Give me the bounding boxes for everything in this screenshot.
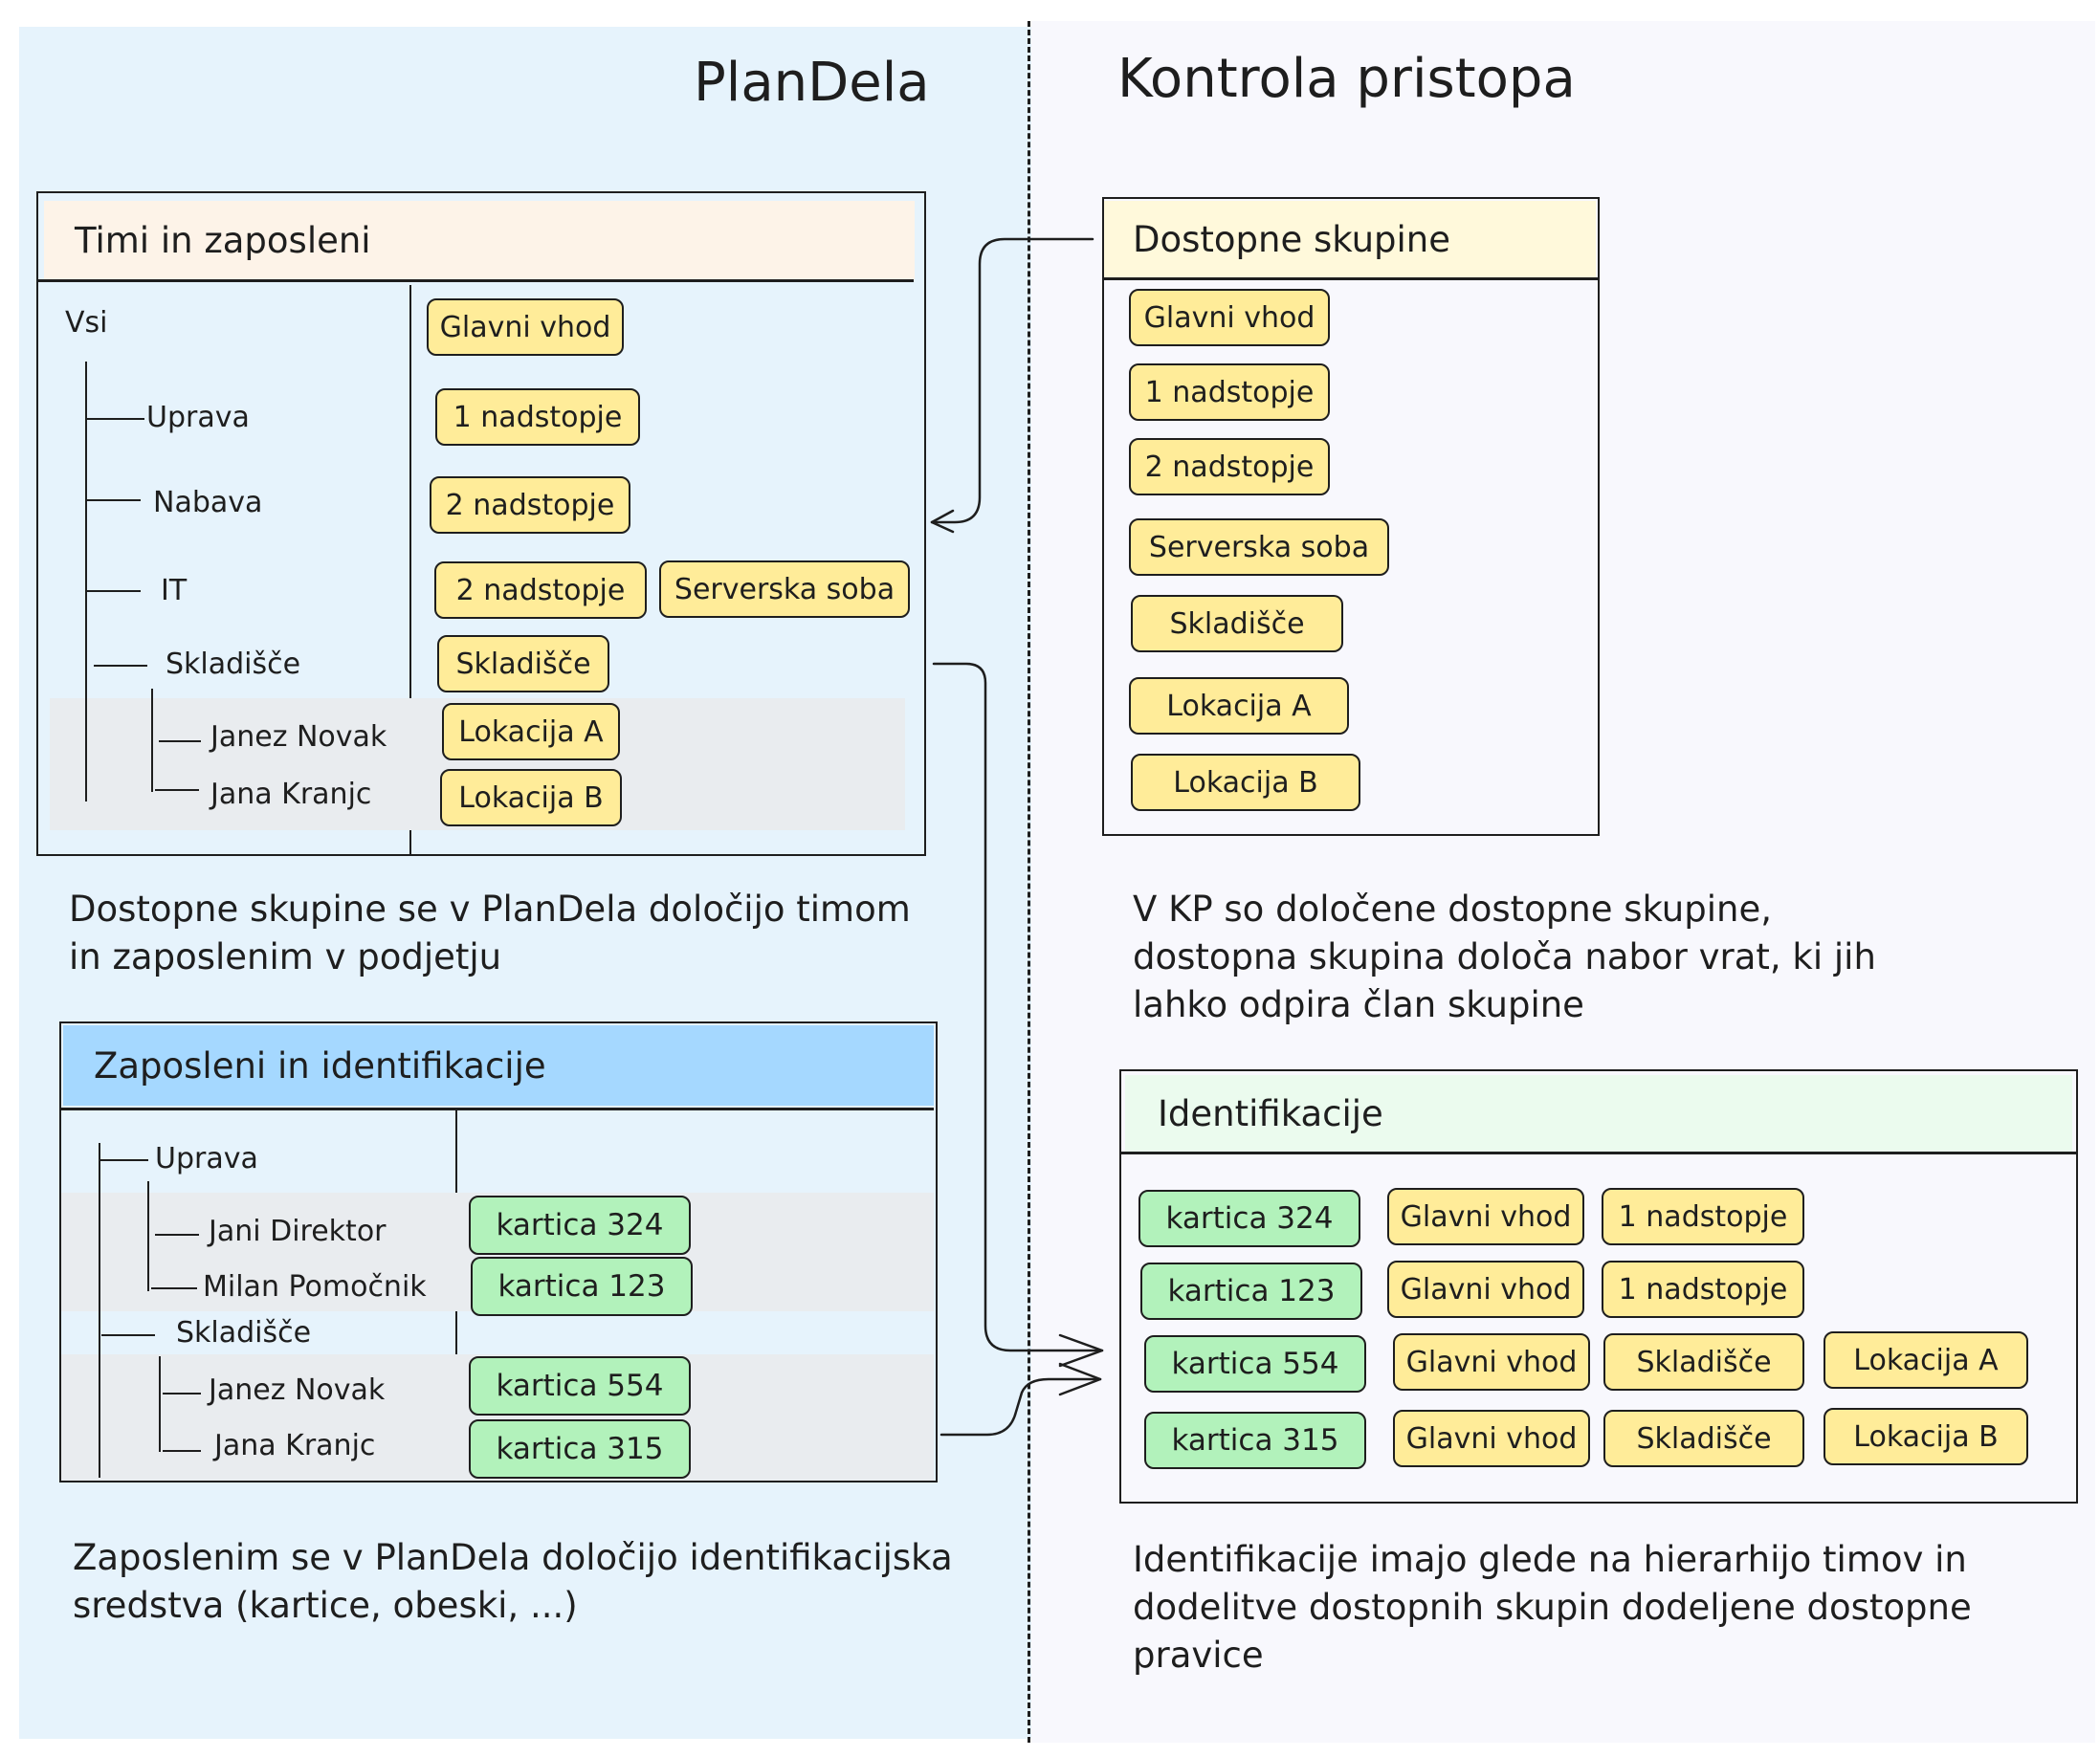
identifications-panel	[1119, 1069, 2078, 1504]
tree-connector	[163, 1393, 201, 1395]
teams-column-divider	[409, 285, 411, 854]
employees-note-line: Zaposlenim se v PlanDela določijo identi…	[73, 1537, 953, 1578]
employees-panel	[59, 1021, 938, 1482]
teams-note-line: in zaposlenim v podjetju	[69, 936, 502, 977]
tree-node-uprava: Uprava	[146, 401, 250, 434]
access-group-pill: Skladišče	[1131, 595, 1343, 652]
tree-connector	[101, 1334, 155, 1336]
access-group-pill: Glavni vhod	[1393, 1333, 1590, 1391]
access-groups-note-line: V KP so določene dostopne skupine,	[1133, 889, 1772, 930]
identifications-note-line: Identifikacije imajo glede na hierarhijo…	[1133, 1539, 1967, 1580]
teams-panel-header: Timi in zaposleni	[44, 201, 915, 279]
identifications-header: Identifikacije	[1125, 1075, 2072, 1152]
employees-tree-trunk	[99, 1143, 100, 1478]
tree-connector	[99, 1159, 148, 1161]
access-group-pill: Lokacija A	[442, 703, 620, 760]
tree-node-jana-kranjc: Jana Kranjc	[210, 778, 372, 811]
access-groups-header: Dostopne skupine	[1104, 201, 1596, 277]
access-control-title: Kontrola pristopa	[1117, 48, 1576, 110]
identifications-header-rule	[1121, 1152, 2076, 1154]
tree-node-janez-novak: Janez Novak	[210, 720, 387, 754]
card-pill: kartica 554	[469, 1356, 691, 1416]
access-group-pill: 1 nadstopje	[1602, 1188, 1804, 1245]
tree-node-jani-direktor: Jani Direktor	[209, 1215, 387, 1248]
tree-node-it: IT	[161, 574, 188, 607]
access-group-pill: Lokacija B	[440, 769, 622, 826]
tree-node-uprava: Uprava	[155, 1142, 258, 1175]
teams-to-identifications-arrow	[932, 662, 1104, 1352]
tree-node-all: Vsi	[65, 306, 108, 340]
card-pill: kartica 554	[1144, 1335, 1366, 1393]
warehouse-tree-branch	[151, 689, 153, 792]
employees-panel-header: Zaposleni in identifikacije	[63, 1025, 934, 1106]
teams-header-rule	[38, 279, 914, 282]
access-group-pill: 2 nadstopje	[430, 476, 630, 534]
groups-to-teams-arrow	[930, 237, 1094, 524]
tree-connector	[85, 418, 144, 420]
access-group-pill: Glavni vhod	[1129, 289, 1330, 346]
employees-to-identifications-arrow	[939, 1377, 1102, 1437]
tree-connector	[155, 1234, 199, 1236]
tree-node-milan-pomocnik: Milan Pomočnik	[203, 1270, 427, 1304]
teams-panel	[36, 191, 926, 856]
tree-node-jana-kranjc: Jana Kranjc	[214, 1429, 376, 1462]
access-group-pill: 2 nadstopje	[434, 561, 647, 619]
card-pill: kartica 324	[1138, 1190, 1360, 1247]
access-group-pill: Glavni vhod	[1393, 1410, 1590, 1467]
access-group-pill: 1 nadstopje	[1129, 363, 1330, 421]
access-group-pill: Serverska soba	[1129, 518, 1389, 576]
teams-note-line: Dostopne skupine se v PlanDela določijo …	[69, 889, 911, 930]
arrowhead	[1058, 1333, 1104, 1368]
access-group-pill: Skladišče	[1603, 1333, 1804, 1391]
access-groups-panel	[1102, 197, 1600, 836]
zone-divider	[1028, 21, 1030, 1743]
access-group-pill: 2 nadstopje	[1129, 438, 1330, 495]
access-group-pill: Glavni vhod	[427, 298, 624, 356]
card-pill: kartica 315	[469, 1419, 691, 1479]
tree-connector	[151, 1287, 197, 1289]
plandela-title: PlanDela	[694, 52, 930, 114]
access-group-pill: Lokacija A	[1129, 677, 1349, 735]
tree-node-skladisce: Skladišče	[166, 648, 301, 681]
access-group-pill: Lokacija B	[1824, 1408, 2028, 1465]
teams-tree-trunk	[85, 362, 87, 802]
access-group-pill: Lokacija A	[1824, 1331, 2028, 1389]
card-pill: kartica 123	[471, 1257, 693, 1316]
access-group-pill: Skladišče	[1603, 1410, 1804, 1467]
tree-connector	[159, 740, 201, 742]
identifications-note-line: pravice	[1133, 1635, 1264, 1676]
card-pill: kartica 123	[1140, 1263, 1362, 1320]
tree-node-janez-novak: Janez Novak	[209, 1373, 386, 1407]
access-group-pill: 1 nadstopje	[435, 388, 640, 446]
tree-node-nabava: Nabava	[153, 486, 263, 519]
employees-header-rule	[61, 1108, 934, 1110]
management-tree-branch	[147, 1181, 149, 1291]
access-groups-note-line: dostopna skupina določa nabor vrat, ki j…	[1133, 936, 1876, 977]
tree-node-skladisce: Skladišče	[176, 1316, 312, 1350]
identifications-note-line: dodelitve dostopnih skupin dodeljene dos…	[1133, 1587, 1972, 1628]
access-group-pill: Glavni vhod	[1387, 1261, 1584, 1318]
tree-connector	[163, 1450, 201, 1452]
arrowhead	[930, 509, 955, 534]
access-group-pill: Skladišče	[437, 635, 609, 692]
tree-connector	[85, 499, 141, 501]
card-pill: kartica 315	[1144, 1412, 1366, 1469]
arrowhead	[1058, 1362, 1102, 1396]
access-group-pill: 1 nadstopje	[1602, 1261, 1804, 1318]
access-group-pill: Lokacija B	[1131, 754, 1360, 811]
access-group-pill: Glavni vhod	[1387, 1188, 1584, 1245]
tree-connector	[85, 590, 141, 592]
access-groups-header-rule	[1104, 277, 1598, 280]
warehouse-tree-branch	[159, 1356, 161, 1452]
access-group-pill: Serverska soba	[659, 560, 910, 618]
tree-connector	[155, 789, 199, 791]
card-pill: kartica 324	[469, 1196, 691, 1255]
tree-connector	[94, 665, 147, 667]
employees-note-line: sredstva (kartice, obeski, ...)	[73, 1585, 578, 1626]
access-groups-note-line: lahko odpira član skupine	[1133, 984, 1584, 1025]
